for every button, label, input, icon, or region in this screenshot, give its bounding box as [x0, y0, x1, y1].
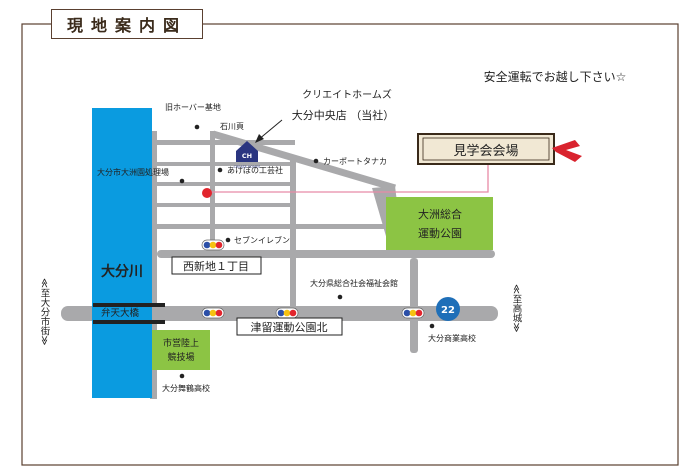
traffic-light-nishishinchi-icon: [201, 239, 225, 251]
landmark-dots: [179, 124, 435, 379]
logo-text: CH: [242, 152, 252, 160]
safety-notice: 安全運転でお越し下さい☆: [484, 69, 627, 84]
direction-city-label: ≪至大分市街≫: [39, 278, 51, 345]
traffic-light-tsudome-icon: [275, 307, 299, 319]
bridge-line-bottom: [93, 320, 165, 324]
company-logo-icon: CH CREATE HOMES: [234, 141, 261, 169]
welfare-label: 大分県総合社会福祉会館: [310, 278, 398, 288]
venue-sign-label: 見学会会場: [453, 143, 518, 159]
road-inner-vertical: [210, 131, 215, 250]
shogyo-dot-icon: [429, 323, 435, 329]
hoover-dot-icon: [194, 124, 200, 130]
company-name: クリエイトホームズ: [302, 88, 392, 101]
oita-river: [92, 108, 152, 398]
athletic-field-line1: 市営陸上: [163, 337, 199, 349]
carport-dot-icon: [313, 158, 319, 164]
road-inner-2: [157, 162, 295, 166]
seven-dot-icon: [225, 237, 231, 243]
venue-sign-inner: [422, 137, 550, 161]
river-label: 大分川: [101, 263, 143, 280]
route-22-number: 22: [441, 305, 455, 316]
company-pointer-line: [257, 119, 283, 141]
company-branch: 大分中央店 （当社）: [292, 108, 395, 122]
carport-label: カーポートタナカ: [323, 157, 387, 166]
road-inner-3: [157, 182, 295, 186]
tsudome-box: [236, 317, 343, 336]
seven-label: セブンイレブン: [234, 235, 290, 245]
site-route-line: [210, 160, 489, 193]
treatment-dot-icon: [179, 178, 185, 184]
athletic-field-line2: 競技場: [167, 351, 194, 363]
logo-roof-icon: [236, 141, 258, 151]
akebono-label: あけぼの工芸社: [227, 165, 283, 175]
site-marker-icon: [202, 188, 212, 198]
logo-body-icon: [236, 151, 258, 162]
maizuru-dot-icon: [179, 373, 185, 379]
venue-sign: 見学会会場: [417, 133, 582, 165]
ishikawa-label: 石川頁: [220, 122, 244, 131]
traffic-light-west-icon: [201, 307, 225, 319]
akebono-dot-icon: [217, 167, 223, 173]
welfare-dot-icon: [337, 294, 343, 300]
hoover-label: 旧ホーバー基地: [165, 102, 221, 112]
ozu-park-line1: 大洲総合: [418, 207, 462, 221]
athletic-field: [152, 330, 210, 370]
road-inner-4: [157, 203, 295, 207]
tsudome-label: 津留運動公園北: [251, 320, 328, 334]
treatment-label: 大分市大洲園処理場: [97, 167, 169, 177]
ozu-park-line2: 運動公園: [418, 226, 462, 240]
traffic-light-east-icon: [401, 307, 425, 319]
direction-takajo-label: ≪至高城≫: [511, 284, 523, 332]
shogyo-label: 大分商業高校: [428, 333, 476, 343]
venue-sign-board: [417, 133, 555, 165]
ozu-park: [386, 197, 493, 250]
road-west-vertical: [150, 131, 157, 399]
road-east-vertical: [410, 258, 418, 353]
bridge-line-top: [93, 303, 165, 307]
route-22-badge-icon: [436, 297, 460, 321]
nishishinchi-label: 西新地１丁目: [183, 259, 249, 273]
logo-sub: CREATE HOMES: [234, 165, 261, 169]
road-diagonal: [212, 130, 396, 192]
road-nishishinchi: [157, 250, 495, 258]
bridge-label: 弁天大橋: [101, 307, 140, 319]
road-inner-1: [157, 140, 295, 145]
map-frame: [21, 23, 679, 466]
map-title: 現地案内図: [51, 9, 203, 39]
nishishinchi-box: [171, 256, 262, 275]
ribbon-icon: [552, 140, 582, 162]
maizuru-label: 大分舞鶴高校: [162, 383, 210, 393]
company-pointer-arrow-icon: [255, 134, 264, 143]
road-mid-vertical: [290, 160, 296, 306]
road-inner-5: [157, 224, 387, 229]
